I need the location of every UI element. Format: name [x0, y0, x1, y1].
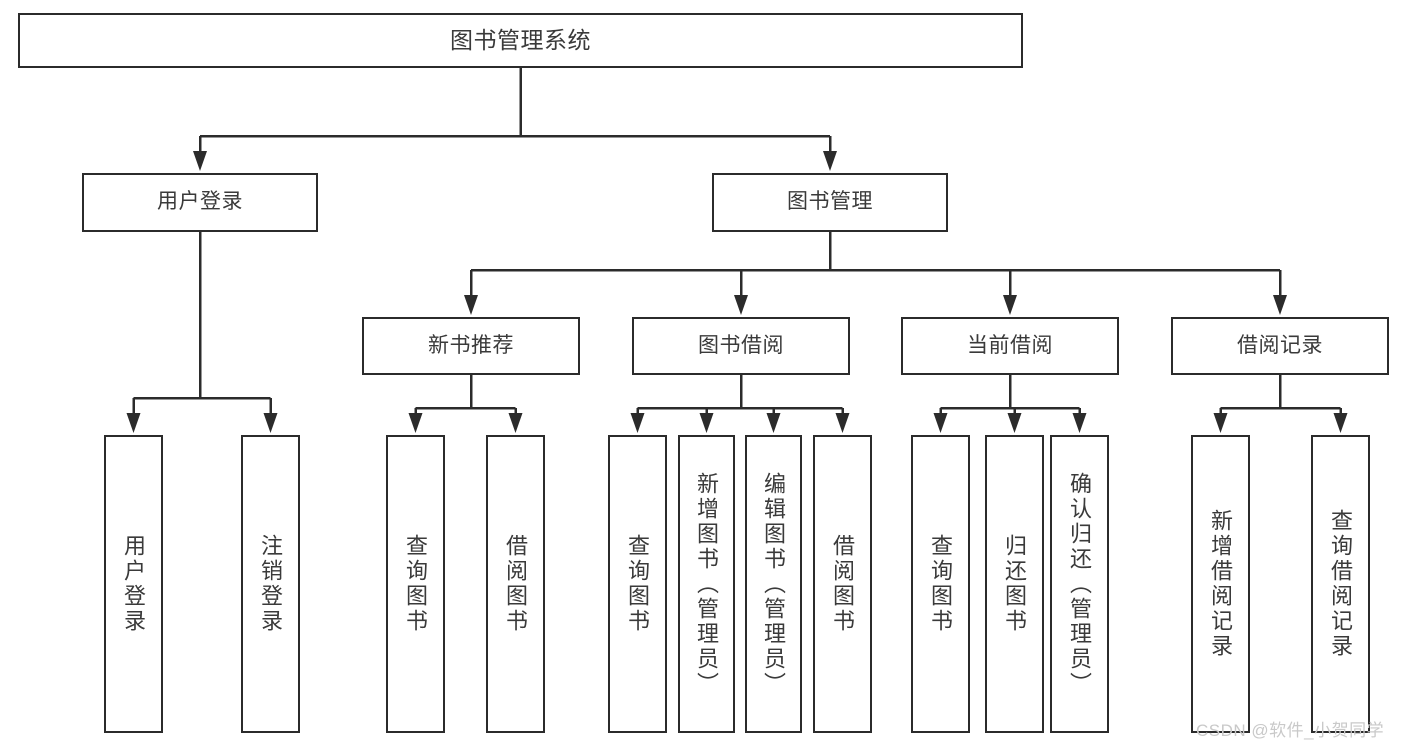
node-label: 图书借阅: [698, 333, 784, 357]
node-leaf-query-book-1[interactable]: 查询图书: [386, 435, 445, 733]
node-leaf-add-record[interactable]: 新增借阅记录: [1191, 435, 1250, 733]
node-leaf-edit-book[interactable]: 编辑图书（管理员）: [745, 435, 802, 733]
node-leaf-user-login[interactable]: 用户登录: [104, 435, 163, 733]
node-label: 确认归还（管理员）: [1067, 471, 1093, 697]
node-label: 查询图书: [625, 534, 651, 634]
node-label: 新增图书（管理员）: [694, 471, 720, 697]
node-leaf-return-book[interactable]: 归还图书: [985, 435, 1044, 733]
node-user-login[interactable]: 用户登录: [82, 173, 318, 232]
node-label: 查询图书: [403, 534, 429, 634]
node-borrow-record[interactable]: 借阅记录: [1171, 317, 1389, 375]
node-label: 图书管理: [787, 190, 873, 214]
node-label: 新书推荐: [428, 333, 514, 357]
node-leaf-query-book-2[interactable]: 查询图书: [608, 435, 667, 733]
node-label: 用户登录: [157, 190, 243, 214]
node-leaf-confirm-return[interactable]: 确认归还（管理员）: [1050, 435, 1109, 733]
edge-group: [126, 68, 1348, 433]
node-leaf-query-record[interactable]: 查询借阅记录: [1311, 435, 1370, 733]
node-label: 归还图书: [1002, 534, 1028, 634]
node-label: 借阅图书: [503, 534, 529, 634]
node-leaf-borrow-book-2[interactable]: 借阅图书: [813, 435, 872, 733]
node-label: 用户登录: [121, 534, 147, 634]
node-leaf-user-logout[interactable]: 注销登录: [241, 435, 300, 733]
node-leaf-add-book[interactable]: 新增图书（管理员）: [678, 435, 735, 733]
node-label: 图书管理系统: [450, 27, 591, 54]
node-label: 查询图书: [928, 534, 954, 634]
node-label: 借阅图书: [830, 534, 856, 634]
node-current-borrow[interactable]: 当前借阅: [901, 317, 1119, 375]
node-label: 新增借阅记录: [1208, 509, 1234, 659]
node-label: 查询借阅记录: [1328, 509, 1354, 659]
node-label: 借阅记录: [1237, 333, 1323, 357]
node-label: 注销登录: [258, 534, 284, 634]
node-leaf-borrow-book-1[interactable]: 借阅图书: [486, 435, 545, 733]
watermark: CSDN @软件_小贺同学: [1196, 721, 1385, 740]
node-leaf-query-book-3[interactable]: 查询图书: [911, 435, 970, 733]
node-new-book-rec[interactable]: 新书推荐: [362, 317, 580, 375]
node-label: 当前借阅: [967, 333, 1053, 357]
node-book-manage[interactable]: 图书管理: [712, 173, 948, 232]
node-book-borrow[interactable]: 图书借阅: [632, 317, 850, 375]
node-root-system[interactable]: 图书管理系统: [18, 13, 1023, 68]
node-label: 编辑图书（管理员）: [761, 471, 787, 697]
